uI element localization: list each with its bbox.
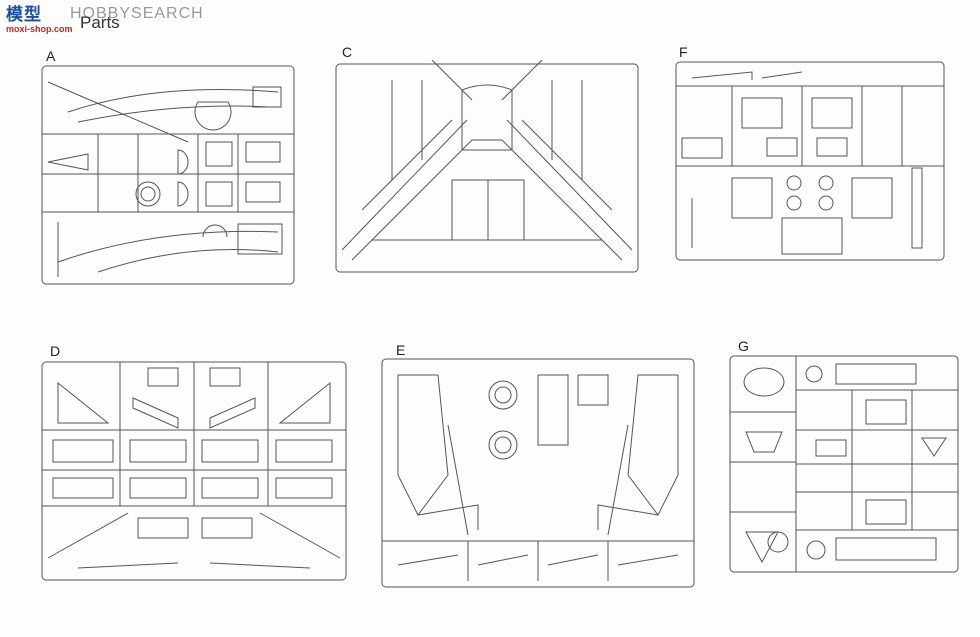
sprue-c-drawing (335, 60, 639, 273)
sprue-label-c: C (342, 44, 353, 60)
logo-site: moxi-shop.com (6, 24, 73, 34)
sprue-a-drawing (41, 65, 295, 285)
sprue-label-f: F (679, 44, 688, 60)
sprue-g (726, 352, 962, 576)
sprue-f-drawing (675, 61, 945, 261)
sprue-a (38, 62, 298, 288)
sprue-d-drawing (41, 361, 347, 581)
sprue-e (378, 355, 698, 591)
sprue-d (38, 358, 350, 584)
sprue-g-drawing (729, 355, 959, 573)
sprue-label-e: E (396, 342, 406, 358)
sprue-label-a: A (46, 48, 56, 64)
brand-logo: 模型 moxi-shop.com (6, 6, 73, 34)
sprue-e-drawing (381, 358, 695, 588)
sprue-f (672, 58, 948, 264)
sprue-label-g: G (738, 338, 749, 354)
watermark: HOBBYSEARCH (70, 5, 204, 22)
sprue-c (332, 60, 642, 276)
page-title: Parts (80, 13, 120, 32)
logo-text: 模型 (6, 5, 42, 25)
sprue-label-d: D (50, 343, 61, 359)
